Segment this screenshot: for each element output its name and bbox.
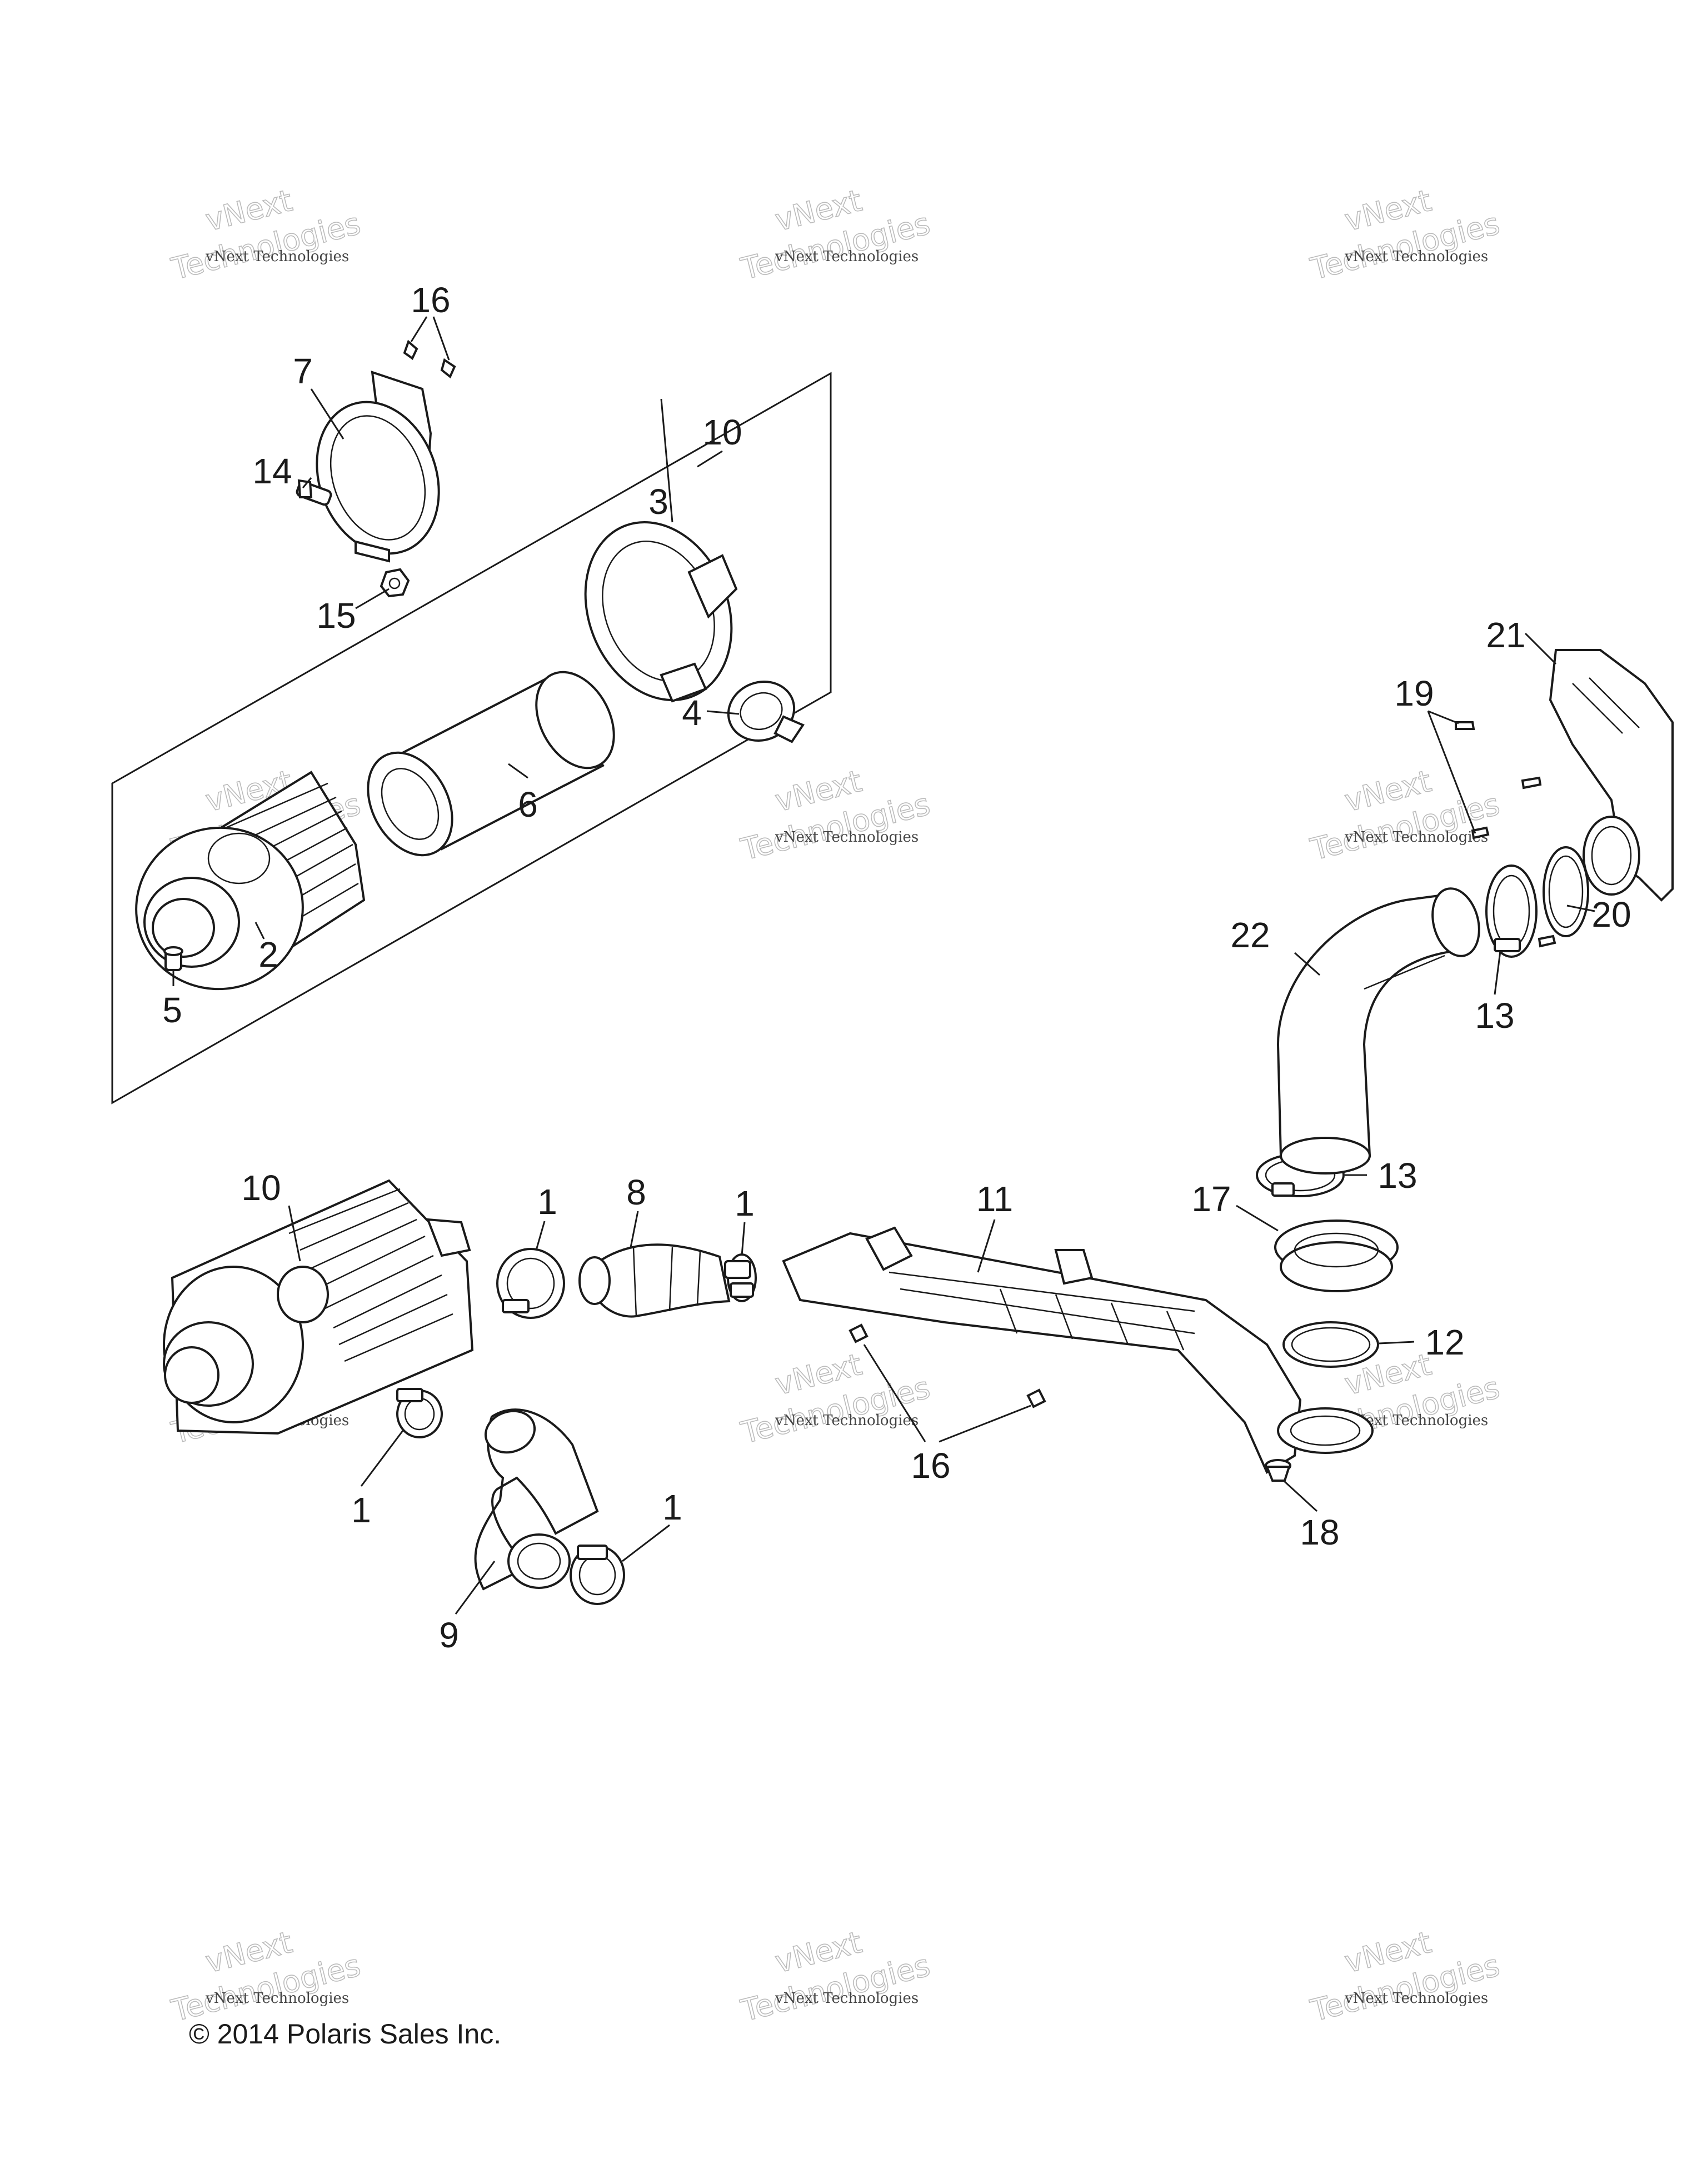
- inlet-duct-part-21: [1549, 649, 1674, 902]
- callout-2: 2: [258, 934, 278, 974]
- watermark-top-center: vNext Technologies vNext Technologies: [737, 182, 934, 287]
- watermark-name: vNext Technologies: [775, 1990, 919, 2007]
- callout-1-lower-left: 1: [351, 1490, 371, 1530]
- callout-14: 14: [252, 451, 292, 491]
- clamp-part-1-mid: [724, 1253, 757, 1302]
- bracket-part-7: [316, 371, 440, 563]
- watermark-name: vNext Technologies: [775, 248, 919, 265]
- assembly-frame: [111, 372, 832, 1105]
- valve-part-4: [727, 681, 805, 743]
- callout-16-lower: 16: [911, 1446, 950, 1486]
- callout-6: 6: [518, 784, 538, 824]
- callout-10-top: 10: [702, 412, 742, 452]
- callout-4: 4: [682, 693, 702, 733]
- watermark-name: vNext Technologies: [1344, 248, 1488, 265]
- callout-3: 3: [648, 482, 668, 522]
- clamp-part-1-lower-left: [396, 1388, 443, 1438]
- callout-13-upper: 13: [1475, 996, 1514, 1036]
- drain-valve-part-5: [163, 946, 183, 971]
- airbox-assembly-part-10: [163, 1179, 474, 1435]
- watermark-name: vNext Technologies: [775, 829, 919, 846]
- callout-5: 5: [162, 990, 182, 1030]
- callout-13-lower: 13: [1377, 1156, 1417, 1196]
- callout-9: 9: [439, 1615, 459, 1655]
- callout-12: 12: [1425, 1322, 1464, 1362]
- watermark-top-left: vNext Technologies vNext Technologies: [167, 182, 364, 287]
- clamp-part-12: [1282, 1321, 1379, 1368]
- callout-20: 20: [1591, 894, 1631, 934]
- callout-22: 22: [1230, 915, 1270, 955]
- watermark-mid-center: vNext Technologies vNext Technologies: [737, 763, 934, 867]
- watermark-name: vNext Technologies: [775, 1412, 919, 1429]
- callout-15: 15: [316, 596, 356, 636]
- copyright-notice: © 2014 Polaris Sales Inc.: [189, 2018, 501, 2050]
- air-duct-part-11: [782, 1226, 1374, 1474]
- screw-19: [1455, 721, 1556, 948]
- watermark-bottom-left: vNext Technologies vNext Technologies: [167, 1924, 364, 2028]
- screw-16-lower: [848, 1323, 1046, 1408]
- watermark-name: vNext Technologies: [205, 248, 349, 265]
- callouts: 16 7 10 14 3 15 4 6 2 5 21 19 20 22 13 1…: [162, 280, 1631, 1655]
- watermark-low-center: vNext Technologies vNext Technologies: [737, 1346, 934, 1451]
- elbow-hose-part-9: [474, 1408, 599, 1591]
- clamp-part-1-lower-right: [570, 1545, 625, 1605]
- coupler-part-20: [1543, 846, 1589, 937]
- coupler-part-17: [1274, 1220, 1399, 1292]
- hose-part-8: [578, 1243, 731, 1318]
- callout-1-mid: 1: [735, 1183, 755, 1223]
- watermark-name: vNext Technologies: [1344, 1990, 1488, 2007]
- callout-8: 8: [626, 1172, 646, 1212]
- watermark-name: vNext Technologies: [1344, 829, 1488, 846]
- callout-1-lower-right: 1: [662, 1487, 682, 1527]
- callout-16-top: 16: [411, 280, 450, 320]
- intake-tube-part-22: [1276, 887, 1480, 1175]
- drain-part-18: [1265, 1459, 1291, 1482]
- watermark-mid-right: vNext Technologies vNext Technologies: [1306, 763, 1503, 867]
- screw-16-top: [403, 339, 456, 379]
- watermark-top-right: vNext Technologies vNext Technologies: [1306, 182, 1503, 287]
- clamp-part-13-upper: [1485, 864, 1538, 958]
- callout-21: 21: [1486, 615, 1525, 655]
- callout-1-upper: 1: [537, 1182, 557, 1222]
- watermark-bottom-right: vNext Technologies vNext Technologies: [1306, 1924, 1503, 2028]
- watermark-name: vNext Technologies: [205, 1990, 349, 2007]
- bolt-14: [296, 479, 332, 506]
- filter-element-part-6: [367, 671, 615, 857]
- clamp-part-1-upper: [496, 1248, 565, 1319]
- callout-11: 11: [976, 1179, 1013, 1219]
- nut-15: [380, 568, 410, 598]
- callout-19: 19: [1394, 673, 1434, 713]
- watermark-bottom-center: vNext Technologies vNext Technologies: [737, 1924, 934, 2028]
- callout-7: 7: [293, 351, 313, 391]
- leader-lines: [172, 316, 1595, 1615]
- callout-18: 18: [1300, 1512, 1339, 1552]
- callout-10-lower: 10: [241, 1168, 281, 1208]
- callout-17: 17: [1191, 1179, 1231, 1219]
- housing-cover-part-3: [584, 521, 738, 703]
